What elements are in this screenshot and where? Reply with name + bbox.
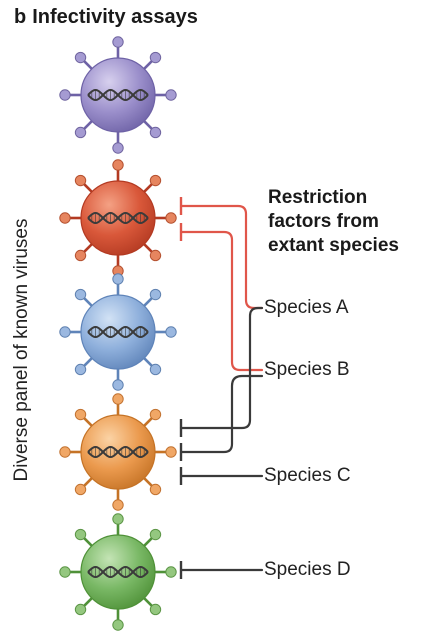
heading-line-3: extant species (268, 234, 399, 258)
virus-spike-knob (113, 274, 123, 284)
virus-spike-knob (60, 327, 70, 337)
virus-spike-knob (166, 213, 176, 223)
virus-spike-knob (113, 514, 123, 524)
species-a-to-virus-2-line (181, 206, 262, 308)
virus-spike-knob (166, 447, 176, 457)
species-b-label: Species B (264, 359, 350, 381)
virus-spike-knob (113, 37, 123, 47)
restriction-factors-heading: Restriction factors from extant species (268, 186, 399, 258)
virus-spike-knob (75, 52, 85, 62)
restriction-lines (181, 197, 262, 579)
virus-spike-knob (150, 484, 160, 494)
virus-spike-knob (60, 447, 70, 457)
virus-spike-knob (113, 143, 123, 153)
virus-spike-knob (75, 409, 85, 419)
virus-1 (60, 37, 176, 153)
virus-spike-knob (166, 567, 176, 577)
virus-3 (60, 274, 176, 390)
virus-spike-knob (150, 409, 160, 419)
virus-5 (60, 514, 176, 630)
virus-spike-knob (75, 364, 85, 374)
virus-spike-knob (113, 380, 123, 390)
virus-spike-knob (75, 529, 85, 539)
virus-spike-knob (75, 484, 85, 494)
virus-spike-knob (166, 90, 176, 100)
virus-spike-knob (60, 90, 70, 100)
virus-spike-knob (150, 289, 160, 299)
virus-spike-knob (75, 604, 85, 614)
species-a-label: Species A (264, 297, 349, 319)
virus-spike-knob (150, 529, 160, 539)
virus-spike-knob (75, 250, 85, 260)
virus-4 (60, 394, 176, 510)
virus-spike-knob (150, 364, 160, 374)
virus-2 (60, 160, 176, 276)
virus-spike-knob (75, 127, 85, 137)
heading-line-1: Restriction (268, 186, 399, 210)
virus-spike-knob (113, 620, 123, 630)
virus-spike-knob (150, 127, 160, 137)
species-a-to-virus-4-line (181, 308, 262, 428)
virus-spike-knob (75, 289, 85, 299)
virus-panel (60, 37, 176, 630)
virus-spike-knob (166, 327, 176, 337)
virus-spike-knob (150, 175, 160, 185)
virus-spike-knob (60, 213, 70, 223)
virus-spike-knob (113, 160, 123, 170)
virus-spike-knob (150, 604, 160, 614)
virus-spike-knob (113, 500, 123, 510)
virus-spike-knob (150, 250, 160, 260)
virus-spike-knob (75, 175, 85, 185)
virus-spike-knob (60, 567, 70, 577)
virus-spike-knob (113, 394, 123, 404)
species-d-label: Species D (264, 559, 351, 581)
heading-line-2: factors from (268, 210, 399, 234)
virus-spike-knob (150, 52, 160, 62)
species-c-label: Species C (264, 465, 351, 487)
